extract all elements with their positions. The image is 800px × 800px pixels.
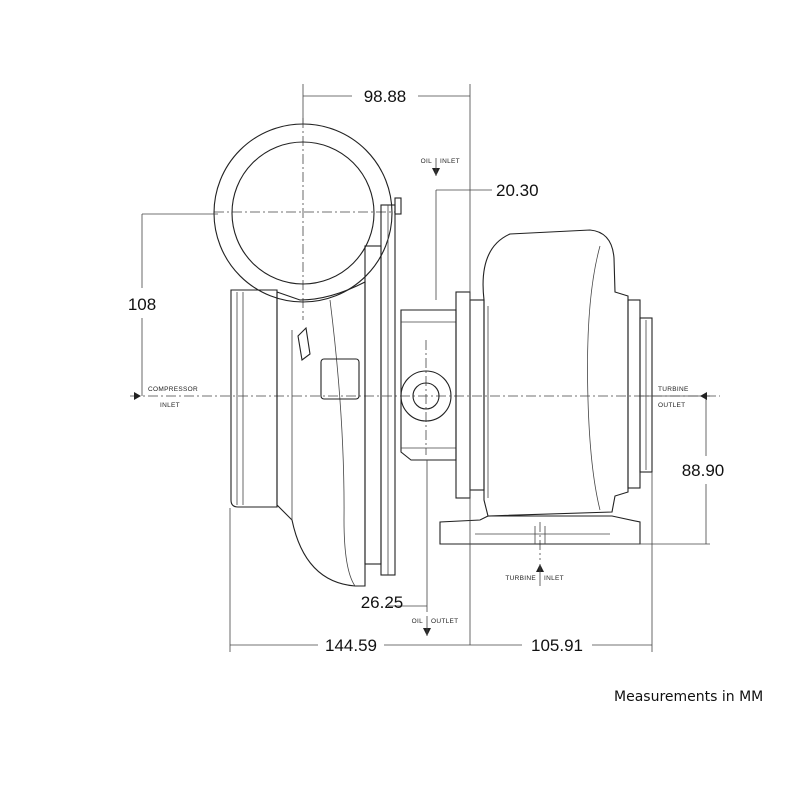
turbine-inlet-label-2: INLET bbox=[544, 575, 564, 582]
dim-bottom-left: 144.59 bbox=[325, 636, 377, 655]
centerlines bbox=[130, 118, 720, 560]
dim-right-height: 88.90 bbox=[682, 461, 725, 480]
oil-inlet-label-2: INLET bbox=[440, 158, 460, 165]
center-housing bbox=[400, 291, 485, 499]
arrows bbox=[134, 158, 707, 636]
turbine-housing bbox=[439, 229, 653, 545]
dim-bottom-right: 105.91 bbox=[531, 636, 583, 655]
oil-inlet-label-1: OIL bbox=[421, 158, 432, 165]
turbine-inlet-label-1: TURBINE bbox=[505, 575, 536, 582]
oil-outlet-label-1: OIL bbox=[412, 618, 423, 625]
dim-height-left: 108 bbox=[128, 295, 156, 314]
compressor-housing bbox=[213, 123, 402, 587]
turbine-outlet-label-2: OUTLET bbox=[658, 402, 685, 409]
oil-outlet-label-2: OUTLET bbox=[431, 618, 458, 625]
compressor-inlet-label-2: INLET bbox=[160, 402, 180, 409]
turbine-outlet-label-1: TURBINE bbox=[658, 386, 689, 393]
compressor-inlet-label-1: COMPRESSOR bbox=[148, 386, 198, 393]
dimension-lines bbox=[141, 84, 710, 652]
dim-oil-offset: 20.30 bbox=[496, 181, 539, 200]
dim-top-width: 98.88 bbox=[364, 87, 407, 106]
measurement-units-note: Measurements in MM bbox=[614, 689, 764, 705]
dim-oil-outlet-offset: 26.25 bbox=[361, 593, 404, 612]
